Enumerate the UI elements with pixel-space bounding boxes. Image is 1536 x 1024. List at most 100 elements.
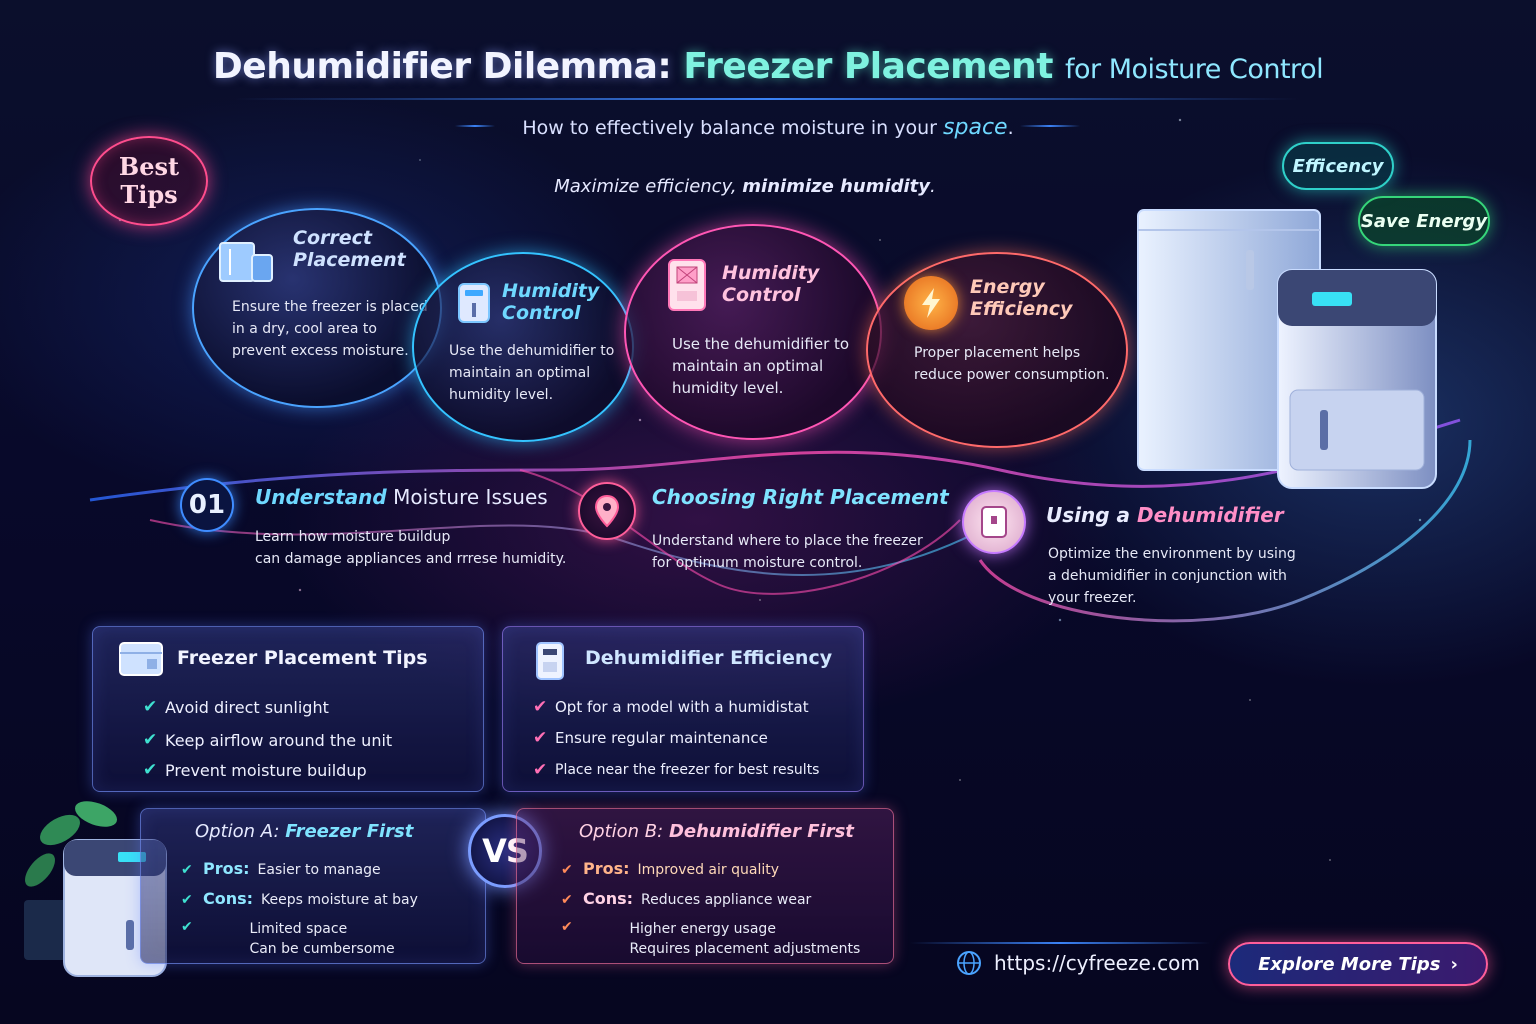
- option-a-cons: ✔Cons:Keeps moisture at bay: [181, 889, 418, 908]
- dehumidifier-tip-3: ✔ Place near the freezer for best results: [533, 760, 819, 780]
- subtitle-rule-right: [1020, 125, 1080, 127]
- option-b-title: Option B: Dehumidifier First: [579, 821, 854, 842]
- bubble-1-text-line-3: prevent excess moisture.: [232, 343, 409, 359]
- curve-bottom: [978, 439, 1472, 623]
- check-icon: ✔: [533, 697, 548, 717]
- option-a-panel: Option A: Freezer First ✔Pros:Easier to …: [140, 808, 486, 964]
- best-tips-badge: Best Tips: [90, 136, 208, 226]
- bubble-3-title-line-1: Humidity: [722, 262, 820, 284]
- title-part-1: Dehumidifier Dilemma:: [212, 46, 672, 87]
- bubble-1-text-line-1: Ensure the freezer is placed: [232, 299, 428, 315]
- dehumidifier-tip-1: ✔ Opt for a model with a humidistat: [533, 697, 809, 717]
- chevron-right-icon: ›: [1450, 953, 1458, 975]
- option-a-extra: ✔ Limited space Can be cumbersome: [181, 919, 395, 959]
- option-b-cons-value: Reduces appliance wear: [641, 892, 812, 908]
- option-a-extra-line-1: Limited space: [249, 921, 348, 937]
- bubble-3-title: Humidity Control: [722, 262, 819, 306]
- option-b-panel: Option B: Dehumidifier First ✔Pros:Impro…: [516, 808, 894, 964]
- check-icon: ✔: [561, 892, 573, 908]
- dehumidifier-tip-2-label: Ensure regular maintenance: [555, 729, 768, 747]
- bubble-2-text: Use the dehumidifier to maintain an opti…: [449, 340, 614, 406]
- website-url: https://cyfreeze.com: [994, 951, 1200, 975]
- bubble-2-title: Humidity Control: [502, 280, 599, 324]
- option-a-cons-value: Keeps moisture at bay: [261, 892, 418, 908]
- option-a-pros-value: Easier to manage: [257, 862, 381, 878]
- website-link[interactable]: https://cyfreeze.com: [956, 950, 1200, 976]
- freezer-tip-1-label: Avoid direct sunlight: [165, 697, 329, 717]
- curve-top: [89, 418, 1461, 502]
- check-icon: ✔: [561, 919, 573, 935]
- freezer-tip-2: ✔ Keep airflow around the unit: [143, 730, 392, 750]
- bubble-3-title-line-2: Control: [722, 284, 801, 306]
- step-2-title: Choosing Right Placement: [652, 485, 949, 509]
- option-a-title-main: Freezer First: [285, 821, 414, 842]
- lightning-icon: [904, 276, 958, 330]
- option-b-cons-label: Cons:: [583, 889, 634, 908]
- bubble-2-text-line-1: Use the dehumidifier to: [449, 343, 615, 359]
- dehumidifier-efficiency-panel: Dehumidifier Efficiency ✔ Opt for a model…: [502, 626, 864, 792]
- bubble-4-text: Proper placement helps reduce power cons…: [914, 342, 1109, 386]
- subtitle-rule-left: [455, 125, 495, 127]
- explore-more-tips-button[interactable]: Explore More Tips ›: [1228, 942, 1488, 986]
- page-title: Dehumidifier Dilemma: Freezer Placement …: [0, 46, 1536, 87]
- step-1-text-line-1: Learn how moisture buildup: [255, 529, 451, 545]
- title-underline: [235, 98, 1300, 100]
- step-2-text-line-2: for optimum moisture control.: [652, 555, 863, 571]
- appliances-illustration: [1137, 209, 1437, 489]
- check-icon: ✔: [143, 760, 158, 780]
- step-1-title: Understand Moisture Issues: [255, 485, 548, 509]
- bubble-3-text-line-1: Use the dehumidifier to: [672, 335, 850, 353]
- bubble-4-text-line-2: reduce power consumption.: [914, 367, 1110, 383]
- option-b-pros-value: Improved air quality: [637, 862, 780, 878]
- freezer-tip-2-label: Keep airflow around the unit: [165, 730, 393, 750]
- globe-icon: [957, 951, 981, 975]
- bubble-correct-placement: [192, 208, 442, 408]
- dehumidifier-tip-1-label: Opt for a model with a humidistat: [555, 698, 809, 716]
- step-1-number: 01: [180, 478, 234, 532]
- dehumidifier-icon: [533, 639, 567, 683]
- option-b-pros: ✔Pros:Improved air quality: [561, 859, 779, 878]
- option-b-extra: ✔ Higher energy usage Requires placement…: [561, 919, 860, 959]
- subtitle-text: How to effectively balance moisture in y…: [522, 117, 937, 139]
- option-b-extra-line-2: Requires placement adjustments: [629, 941, 861, 957]
- bubble-3-text-line-2: maintain an optimal: [672, 357, 824, 375]
- tagline-text: Maximize efficiency,: [554, 176, 737, 197]
- efficiency-badge: Efficency: [1282, 142, 1394, 190]
- step-3-text-line-1: Optimize the environment by using: [1048, 546, 1296, 562]
- tagline-bold: minimize humidity: [742, 176, 931, 197]
- small-dehumidifier-display: [118, 852, 146, 862]
- step-1-text: Learn how moisture buildup can damage ap…: [255, 526, 566, 570]
- check-icon: ✔: [143, 730, 158, 750]
- check-icon: ✔: [181, 892, 193, 908]
- bubble-2-title-line-1: Humidity: [502, 280, 600, 302]
- title-part-2: Freezer Placement: [683, 46, 1053, 87]
- dehumidifier-tank: [1289, 389, 1425, 471]
- option-b-cons: ✔ Cons: Reduces appliance wear: [561, 889, 811, 908]
- check-icon: ✔: [143, 697, 158, 717]
- dehumidifier-tip-3-label: Place near the freezer for best results: [555, 762, 820, 778]
- bubble-2-title-line-2: Control: [502, 302, 581, 324]
- curve-mid: [149, 519, 1001, 576]
- option-a-title-prefix: Option A:: [195, 821, 280, 842]
- step-3-title: Using a Dehumidifier: [1046, 503, 1284, 527]
- dehumidifier-icon: [664, 256, 710, 314]
- dehumidifier-efficiency-title: Dehumidifier Efficiency: [585, 647, 833, 669]
- plant-leaf: [74, 801, 118, 827]
- bubble-1-text-line-2: in a dry, cool area to: [232, 321, 377, 337]
- bubble-4-title-line-1: Energy: [970, 276, 1045, 298]
- best-tips-line-1: Best: [118, 152, 180, 181]
- check-icon: ✔: [533, 760, 548, 780]
- step-3-title-part-1: Using a: [1046, 503, 1131, 527]
- freezer-tip-1: ✔ Avoid direct sunlight: [143, 697, 329, 717]
- dehumidifier-tip-2: ✔Ensure regular maintenance: [533, 728, 768, 748]
- step-1-text-line-2: can damage appliances and rrrese humidit…: [255, 551, 567, 567]
- option-a-pros: ✔Pros:Easier to manage: [181, 859, 381, 878]
- bubble-1-text: Ensure the freezer is placed in a dry, c…: [232, 296, 428, 362]
- step-3-text-line-3: your freezer.: [1048, 590, 1137, 606]
- step-1-title-rest: Moisture Issues: [393, 485, 548, 509]
- freezer-tip-3: ✔Prevent moisture buildup: [143, 760, 367, 780]
- freezer-handle: [1246, 250, 1254, 290]
- dehumidifier-display: [1312, 292, 1352, 306]
- plant-leaf: [25, 853, 55, 887]
- bubble-3-text: Use the dehumidifier to maintain an opti…: [672, 333, 849, 399]
